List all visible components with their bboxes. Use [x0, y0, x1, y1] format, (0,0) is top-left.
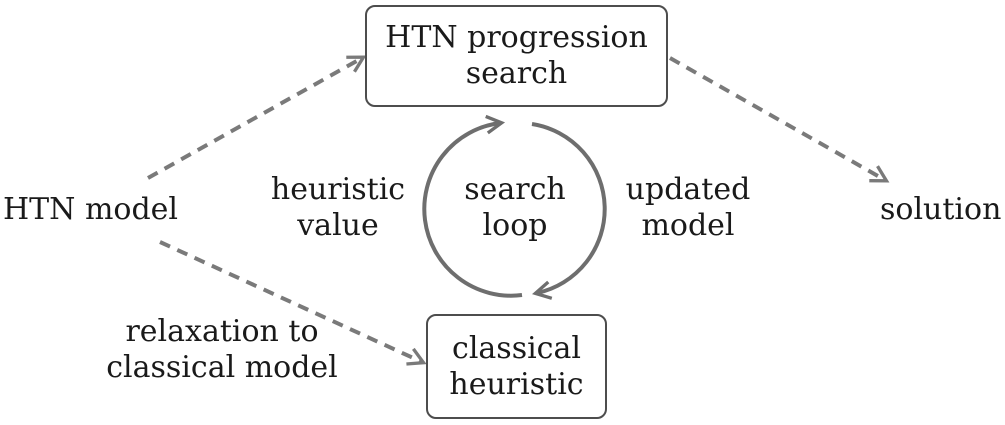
relaxation-line-1: relaxation to [125, 314, 319, 349]
classical-heuristic-line-1: classical [452, 330, 581, 366]
updated-model-line-2: model [641, 208, 735, 243]
loop-arc-left [422, 123, 523, 298]
progression-search-line-1: HTN progression [385, 20, 648, 55]
search-loop-label: search loop [450, 172, 580, 244]
solution-label: solution [880, 192, 1002, 227]
classical-heuristic-box: classical heuristic [426, 314, 607, 419]
loop-arc-right [531, 122, 607, 293]
htn-model-label: HTN model [3, 192, 179, 227]
heuristic-value-line-2: value [297, 208, 379, 243]
heuristic-value-line-1: heuristic [270, 172, 406, 207]
search-loop-line-1: search [464, 172, 566, 207]
progression-search-box: HTN progression search [365, 5, 668, 107]
relaxation-line-2: classical model [106, 350, 338, 385]
arrow-model-to-heuristic [159, 240, 422, 362]
relaxation-label: relaxation to classical model [100, 314, 344, 386]
heuristic-value-label: heuristic value [262, 172, 414, 244]
updated-model-line-1: updated [625, 172, 751, 207]
updated-model-label: updated model [612, 172, 764, 244]
search-loop-line-2: loop [482, 208, 548, 243]
arrow-model-to-search [147, 58, 362, 180]
classical-heuristic-line-2: heuristic [449, 366, 584, 402]
progression-search-line-2: search [465, 56, 568, 91]
arrow-search-to-solution [669, 56, 885, 180]
